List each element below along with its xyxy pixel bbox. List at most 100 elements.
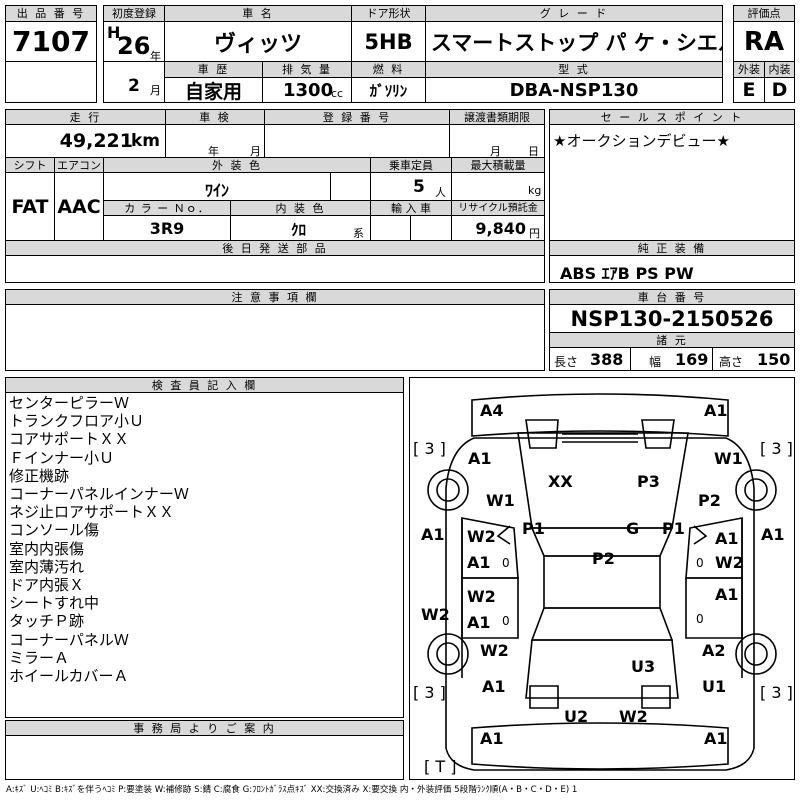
trunk-lid — [525, 639, 679, 699]
recycle-label: リサイクル預託金 — [451, 200, 545, 216]
exterior-color: ﾜｲﾝ — [204, 181, 229, 200]
fuel-label: 燃 料 — [351, 61, 426, 78]
headlight-right — [641, 419, 675, 449]
equipment-label: 純 正 装 備 — [549, 240, 795, 256]
year-unit: 年 — [150, 50, 161, 63]
mark-door-fl-a1: A1 — [467, 553, 491, 572]
mark-door-fl-w2: W2 — [467, 527, 496, 546]
car-diagram — [427, 393, 777, 771]
wheel-front-left — [427, 469, 469, 511]
lot-number: 7107 — [5, 21, 97, 62]
taillight-left — [529, 685, 559, 709]
aircon: AAC — [54, 172, 104, 241]
door-type-label: ドア形状 — [351, 5, 426, 22]
inspector-note-line: コーナーパネルインナーＷ — [9, 485, 189, 504]
mark-side-right-a: A1 — [761, 525, 785, 544]
exterior-color-label: 外 装 色 — [103, 157, 371, 173]
rear-window — [530, 607, 674, 641]
interior-color-label: 内 装 色 — [230, 200, 371, 216]
exterior-grade-label: 外装 — [733, 61, 765, 78]
recycle-deposit: 9,840 — [475, 219, 526, 238]
tire-rear-right: [ 3 ] — [760, 683, 793, 702]
car-name: ヴィッツ — [164, 21, 352, 62]
inspector-note-line: 修正機跡 — [9, 466, 70, 485]
mark-door-rl-a1: A1 — [467, 613, 491, 632]
mark-fender-fl-w: W1 — [486, 491, 515, 510]
model-code-label: 型 式 — [425, 61, 723, 78]
capacity: 5 — [413, 177, 425, 197]
caution-cell — [5, 304, 545, 371]
mark-door-rl-w2: W2 — [467, 587, 496, 606]
inspector-note-line: ネジ止ロアサポートＸＸ — [9, 503, 175, 522]
max-load-unit: kg — [528, 184, 542, 197]
wheel-front-right-hub — [744, 478, 768, 502]
wheel-rear-right — [735, 633, 777, 675]
interior-grade: D — [764, 77, 795, 103]
month-unit: 月 — [150, 84, 161, 97]
tire-spare: [ T ] — [424, 757, 457, 776]
mark-pillar-left: P1 — [522, 519, 545, 538]
era-letter: H — [107, 23, 121, 42]
mark-quarter-right-a2: A2 — [702, 641, 726, 660]
capacity-unit: 人 — [435, 186, 446, 199]
inspector-note-line: タッチＰ跡 — [9, 612, 85, 631]
mark-rear-right-a1: A1 — [704, 729, 728, 748]
exterior-color-extra — [330, 172, 371, 201]
height-cell: 高さ 150 — [712, 347, 795, 371]
width-value: 169 — [675, 350, 709, 369]
sales-point: ★オークションデビュー★ — [553, 132, 730, 150]
history: 自家用 — [164, 77, 263, 103]
wheel-rear-left — [427, 633, 469, 675]
height-value: 150 — [757, 350, 791, 369]
mark-quarter-left-a1: A1 — [482, 677, 506, 696]
mileage-cell: 49,221 km — [5, 124, 166, 158]
capacity-label: 乗車定員 — [370, 157, 452, 173]
exterior-grade: E — [733, 77, 765, 103]
registration-number-label: 登 録 番 号 — [264, 109, 450, 125]
interior-color-cell: ｸﾛ 系 — [230, 215, 371, 241]
tire-rear-left: [ 3 ] — [413, 683, 446, 702]
office-info-cell — [5, 735, 404, 780]
registration-number-cell — [264, 124, 450, 158]
mileage-label: 走 行 — [5, 109, 166, 125]
registration-year: 26 — [117, 32, 151, 60]
transfer-deadline-label: 譲渡書類期限 — [449, 109, 545, 125]
inspector-note-line: シートすれ中 — [9, 594, 100, 613]
width-label: 幅 — [649, 355, 662, 369]
lot-number-blank — [5, 61, 97, 103]
mark-side-left-w2: W2 — [421, 605, 450, 624]
tire-front-left: [ 3 ] — [413, 439, 446, 458]
mark-door-rr-zero: 0 — [696, 612, 704, 626]
registration-month: 2 — [128, 76, 140, 96]
max-load-label: 最大積載量 — [451, 157, 545, 173]
mark-door-fl-zero: 0 — [502, 556, 510, 570]
mark-pillar-right: P1 — [662, 519, 685, 538]
inspection-month-unit: 月 — [250, 145, 261, 158]
inspector-note-line: ホイールカバーＡ — [9, 667, 129, 686]
door-type: 5HB — [351, 21, 426, 62]
displacement: 1300 — [283, 80, 334, 101]
mirror-right — [693, 525, 708, 545]
mark-door-rr-a1: A1 — [715, 585, 739, 604]
mark-hood-xx: XX — [548, 472, 573, 491]
mark-roof: P2 — [592, 549, 615, 568]
aircon-label: エアコン — [54, 157, 104, 173]
length-value: 388 — [590, 350, 624, 369]
first-registration-label: 初度登録 — [103, 5, 165, 22]
car-diagram-frame: A4 A1 [ 3 ] [ 3 ] A1 W1 W1 P2 XX P3 P1 P… — [409, 377, 795, 780]
exterior-color-cell: ﾜｲﾝ — [103, 172, 331, 201]
wheel-front-right — [735, 469, 777, 511]
mark-fender-fl-a: A1 — [468, 449, 492, 468]
inspector-note-line: 室内薄汚れ — [9, 557, 85, 576]
mark-glass: G — [626, 519, 640, 538]
sales-point-label: セ ー ル ス ポ イ ン ト — [549, 109, 795, 125]
model-code: DBA-NSP130 — [425, 77, 723, 103]
equipment: ABS ｴｱB PS PW — [560, 264, 694, 283]
transfer-deadline-cell: 月 日 — [449, 124, 545, 158]
taillight-right — [641, 685, 671, 709]
import-car-cell-b — [410, 215, 452, 241]
caution-label: 注 意 事 項 欄 — [5, 289, 545, 305]
legend: A:ｷｽﾞ U:ﾍｺﾐ B:ｷｽﾞを伴うﾍｺﾐ P:要塗装 W:補修跡 S:錆 … — [6, 785, 578, 795]
